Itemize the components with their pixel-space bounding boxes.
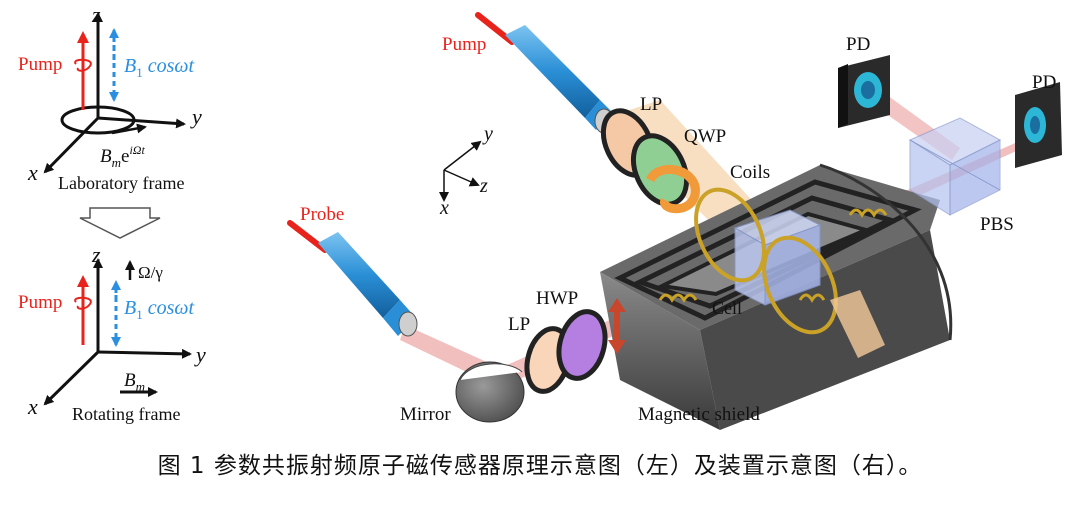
- probe-fiber: [287, 220, 418, 337]
- pbs-label: PBS: [980, 214, 1014, 235]
- probe-label: Probe: [300, 204, 344, 225]
- axis-z-label-top: z: [91, 2, 101, 27]
- vapor-cell: [733, 209, 822, 306]
- probe-beam: [400, 130, 1045, 388]
- pd-right-label: PD: [1032, 72, 1056, 93]
- axis-y-label-top: y: [190, 104, 202, 129]
- figure-caption: 图 1 参数共振射频原子磁传感器原理示意图（左）及装置示意图（右）。: [157, 453, 923, 479]
- pump-label: Pump: [442, 34, 486, 55]
- apparatus-axis-x-label: x: [439, 197, 449, 219]
- photodiode-right: [1015, 82, 1062, 168]
- axis-x-label-top: x: [27, 160, 38, 185]
- bm-label-bottom: Bm: [124, 370, 145, 394]
- cell-label: Cell: [712, 298, 742, 318]
- apparatus-axes: [439, 140, 482, 202]
- rotating-frame-label: Rotating frame: [72, 404, 180, 424]
- lab-frame-diagram: [43, 12, 186, 174]
- pd-top-label: PD: [846, 34, 870, 55]
- bm-label-top: BmeiΩt: [100, 143, 145, 170]
- coils-label: Coils: [730, 162, 770, 183]
- lp-top-label: LP: [640, 94, 662, 115]
- rf-field-label-top: B1 cosωt: [124, 55, 195, 80]
- coils: [658, 187, 888, 335]
- qwp-label: QWP: [684, 126, 726, 147]
- pump-fiber: [475, 12, 614, 134]
- axis-x-label-bottom: x: [27, 394, 38, 419]
- pump-label-top: Pump: [18, 54, 62, 75]
- apparatus-axis-y-label: y: [482, 123, 493, 145]
- mirror: [455, 361, 525, 423]
- axis-z-label-bottom: z: [91, 242, 101, 267]
- rotating-frame-diagram: [43, 258, 192, 406]
- mirror-label: Mirror: [400, 404, 451, 425]
- rf-field-label-bottom: B1 cosωt: [124, 297, 195, 322]
- transform-arrow-icon: [79, 207, 161, 239]
- pump-label-bottom: Pump: [18, 292, 62, 313]
- omega-label: Ω/γ: [138, 263, 163, 282]
- hwp: [556, 309, 608, 381]
- lab-frame-label: Laboratory frame: [58, 173, 184, 193]
- lp-bottom-label: LP: [508, 314, 530, 335]
- pbs-cube: [908, 117, 1002, 216]
- hwp-label: HWP: [536, 288, 578, 309]
- photodiode-top: [838, 55, 890, 128]
- qwp: [630, 133, 700, 214]
- polarization-arrow-icon: [608, 298, 626, 354]
- axis-y-label-bottom: y: [194, 342, 206, 367]
- pump-exit-beam: [830, 290, 885, 358]
- apparatus-axis-z-label: z: [479, 175, 488, 197]
- shield-label: Magnetic shield: [638, 404, 760, 425]
